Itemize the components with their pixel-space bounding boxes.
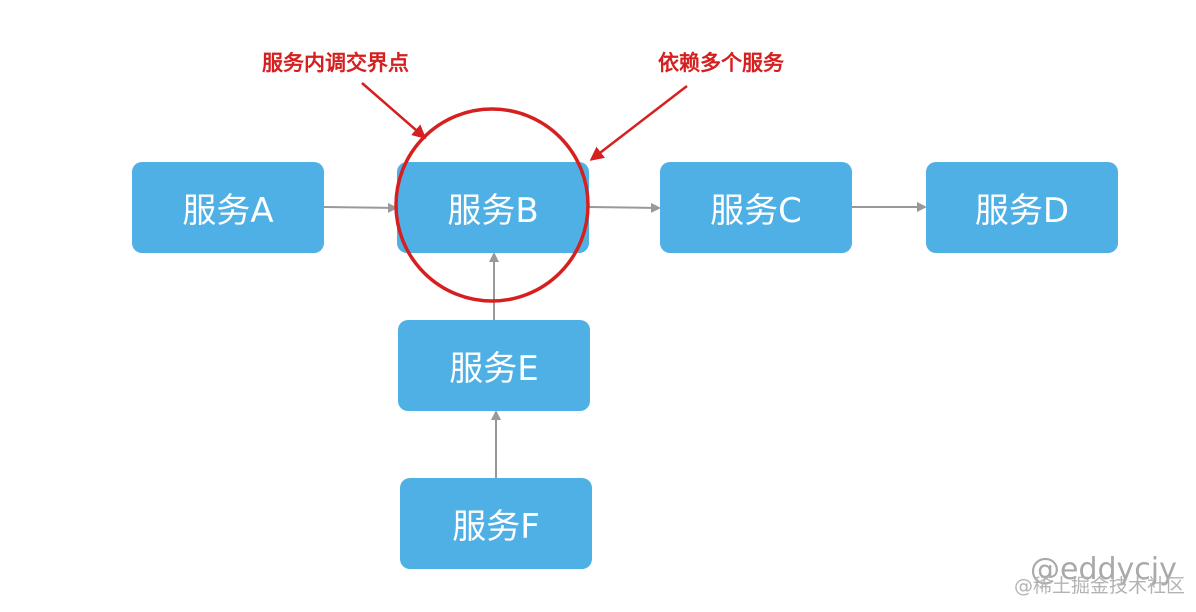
node-service-a-label: 服务A <box>182 191 274 231</box>
callout-left-arrow <box>361 82 427 139</box>
edge-a-to-b <box>323 202 398 213</box>
callout-multi-dependency: 依赖多个服务 <box>658 51 784 75</box>
node-service-d-label: 服务D <box>974 191 1070 231</box>
callout-boundary-point: 服务内调交界点 <box>262 51 409 75</box>
node-service-f: 服务F <box>400 478 592 569</box>
node-service-e: 服务E <box>398 320 590 411</box>
node-service-b: 服务B <box>397 162 589 253</box>
node-service-c: 服务C <box>660 162 852 253</box>
node-service-e-label: 服务E <box>449 349 539 389</box>
node-service-c-label: 服务C <box>710 191 802 231</box>
edge-b-to-c <box>588 202 661 213</box>
node-service-a: 服务A <box>132 162 324 253</box>
node-service-d: 服务D <box>926 162 1118 253</box>
node-service-f-label: 服务F <box>452 507 540 547</box>
node-service-b-label: 服务B <box>447 191 539 231</box>
callout-right-arrow <box>589 85 688 161</box>
watermark-handle: @eddycjy <box>1030 552 1177 587</box>
watermark-site: @稀土掘金技术社区 <box>1014 575 1186 597</box>
